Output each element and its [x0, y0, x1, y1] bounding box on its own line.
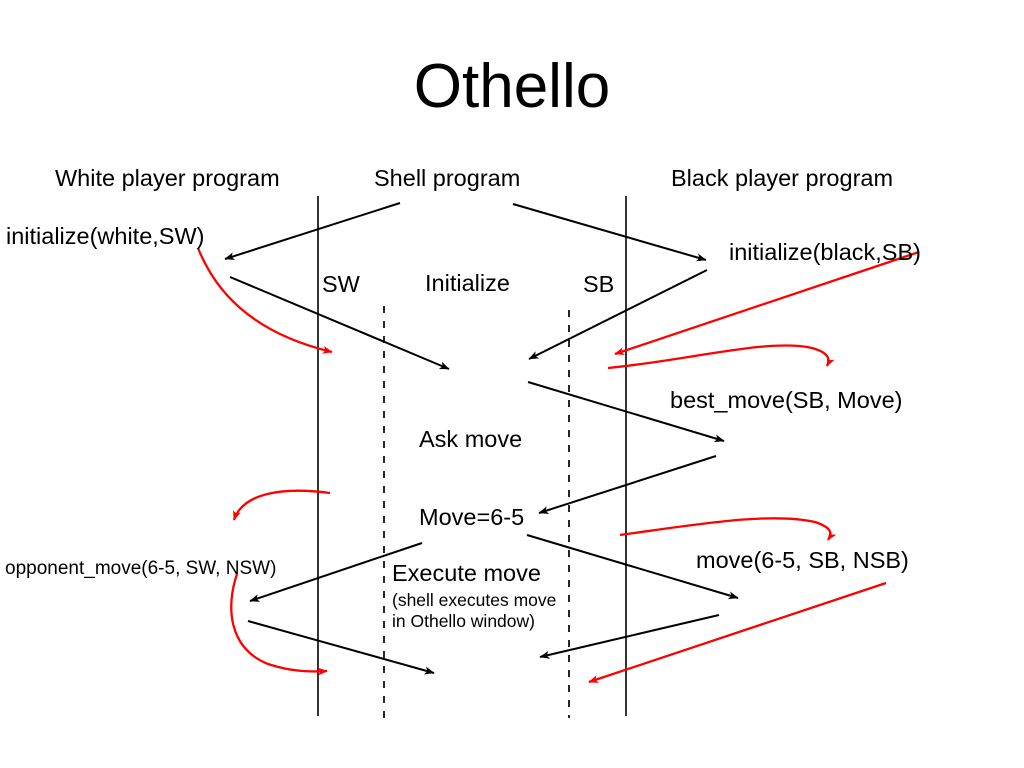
arrow-initialize-black	[512, 203, 707, 262]
page-title: Othello	[413, 52, 611, 121]
red-arrow-initialize-black-return	[614, 250, 920, 356]
arrow-black-to-shell-bottom	[539, 614, 720, 659]
red-arrow-sb-return	[607, 344, 835, 370]
arrow-opponent-move-request	[249, 542, 423, 602]
arrow-move-result	[538, 455, 717, 514]
message-label-ask-move: Ask move	[419, 426, 523, 452]
red-arrow-opponent-move-hook	[232, 489, 331, 521]
message-label-best-move: best_move(SB, Move)	[670, 387, 903, 413]
column-header-white-player: White player program	[55, 165, 280, 191]
message-label-sb: SB	[583, 271, 615, 297]
arrow-black-to-shell-initialize	[528, 269, 708, 360]
message-label-initialize-black: initialize(black,SB)	[729, 239, 921, 265]
arrow-move-sb-request	[526, 534, 739, 600]
arrow-white-to-shell-bottom	[247, 620, 435, 675]
arrow-initialize-white	[224, 202, 401, 260]
red-arrow-opponent-move-return	[230, 573, 328, 676]
message-label-sw: SW	[322, 271, 360, 297]
message-note-execute-move: (shell executes move in Othello window)	[392, 590, 557, 632]
message-label-move-sb: move(6-5, SB, NSB)	[696, 547, 909, 573]
red-arrow-move-sb-hook	[619, 517, 837, 541]
message-label-initialize-white: initialize(white,SW)	[6, 223, 205, 249]
column-header-black-player: Black player program	[671, 165, 894, 191]
red-arrow-sw-return	[196, 247, 333, 354]
column-header-shell-program: Shell program	[374, 165, 521, 191]
arrow-white-to-shell-initialize	[229, 276, 450, 370]
red-arrow-black-bottom-return	[588, 581, 887, 684]
message-label-move-equals: Move=6-5	[419, 504, 525, 530]
arrow-best-move-request	[527, 381, 725, 443]
message-label-opponent-move: opponent_move(6-5, SW, NSW)	[5, 558, 277, 579]
message-label-execute-move: Execute move	[392, 560, 541, 586]
message-label-initialize: Initialize	[425, 270, 510, 296]
